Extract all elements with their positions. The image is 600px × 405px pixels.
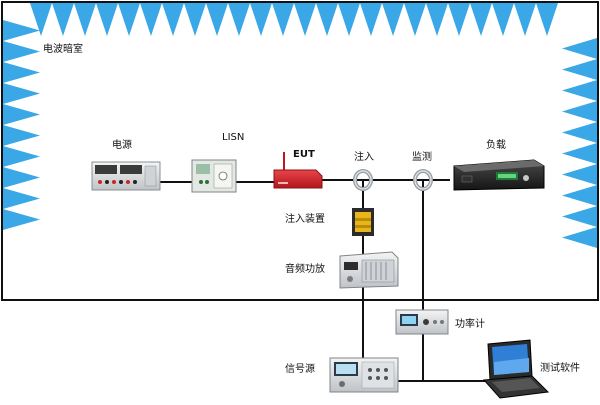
absorber-cone (562, 185, 597, 206)
power-meter-label: 功率计 (455, 317, 485, 330)
chamber-border (1, 1, 599, 301)
absorber-cone (30, 3, 52, 36)
signal-generator-icon (329, 357, 399, 393)
absorber-cone (536, 3, 558, 36)
absorber-cone (562, 164, 597, 185)
audio-amplifier-icon (339, 251, 399, 289)
lisn-label: LISN (222, 132, 244, 143)
absorber-cone (140, 3, 162, 36)
power-supply-label: 电源 (112, 138, 132, 151)
eut-icon (273, 152, 323, 189)
laptop-icon (482, 339, 550, 399)
absorber-cone (426, 3, 448, 36)
absorber-cone (3, 41, 40, 62)
absorber-cone (228, 3, 250, 36)
monitor-clamp-icon (413, 169, 433, 191)
absorber-cone (3, 188, 40, 209)
absorber-cone (52, 3, 74, 36)
power-meter-icon (395, 309, 449, 335)
absorber-cone (562, 80, 597, 101)
absorber-cone (3, 167, 40, 188)
absorber-cone (562, 101, 597, 122)
absorber-cone (206, 3, 228, 36)
chamber-label: 电波暗室 (43, 42, 83, 55)
absorber-cone (3, 20, 40, 41)
absorber-cone (562, 122, 597, 143)
absorber-cone (562, 206, 597, 227)
absorber-column-left (3, 20, 40, 230)
audio-amplifier-label: 音频功放 (285, 262, 325, 275)
test-software-label: 测试软件 (540, 361, 580, 374)
injection-clamp-icon (353, 169, 373, 191)
absorber-cone (118, 3, 140, 36)
absorber-row-top (30, 3, 558, 36)
eut-label: EUT (293, 149, 315, 160)
absorber-cone (562, 59, 597, 80)
absorber-cone (294, 3, 316, 36)
absorber-cone (3, 104, 40, 125)
absorber-cone (562, 38, 597, 59)
absorber-cone (184, 3, 206, 36)
power-supply-icon (91, 161, 161, 191)
absorber-cone (250, 3, 272, 36)
injection-device-label: 注入装置 (285, 212, 325, 225)
absorber-cone (74, 3, 96, 36)
lisn-icon (191, 159, 237, 193)
absorber-cone (448, 3, 470, 36)
load-label: 负载 (486, 138, 506, 151)
monitor-clamp-label: 监测 (412, 150, 432, 163)
absorber-cone (3, 209, 40, 230)
injection-transformer-icon (352, 208, 374, 236)
absorber-cone (162, 3, 184, 36)
signal-generator-label: 信号源 (285, 362, 315, 375)
absorber-cone (3, 125, 40, 146)
absorber-cone (470, 3, 492, 36)
absorber-cone (514, 3, 536, 36)
cable-network (160, 179, 492, 382)
absorber-column-right (562, 38, 597, 248)
absorber-cone (272, 3, 294, 36)
absorber-cone (382, 3, 404, 36)
absorber-cone (360, 3, 382, 36)
injection-clamp-label: 注入 (354, 150, 374, 163)
absorber-cone (562, 227, 597, 248)
absorber-cone (316, 3, 338, 36)
absorber-cone (3, 83, 40, 104)
absorber-cone (492, 3, 514, 36)
absorber-cone (3, 62, 40, 83)
absorber-cone (404, 3, 426, 36)
absorber-cone (338, 3, 360, 36)
load-icon (453, 159, 545, 191)
absorber-cone (3, 146, 40, 167)
absorber-cone (96, 3, 118, 36)
absorber-cone (562, 143, 597, 164)
